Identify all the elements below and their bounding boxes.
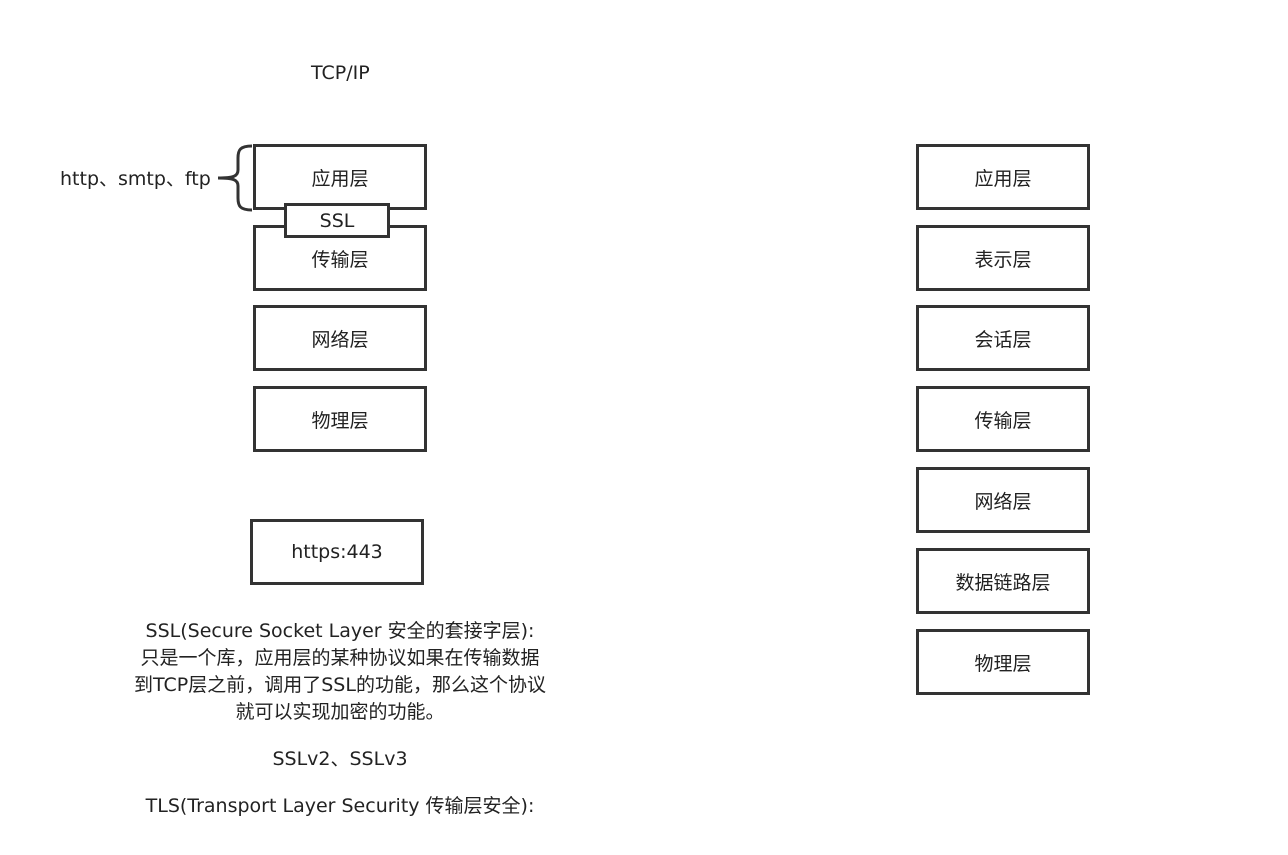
ssl-definition-line: SSL(Secure Socket Layer 安全的套接字层): — [145, 620, 535, 642]
curly-brace-icon — [217, 144, 253, 212]
layer-label: 物理层 — [974, 652, 1032, 675]
protocols-label: http、smtp、ftp — [60, 168, 211, 190]
ssl-versions: SSLv2、SSLv3 — [272, 748, 408, 770]
ssl-definition-line: 就可以实现加密的功能。 — [235, 701, 445, 723]
osi-layer-data-link: 数据链路层 — [916, 548, 1090, 614]
layer-label: 应用层 — [311, 167, 369, 190]
ssl-definition-line: 到TCP层之前，调用了SSL的功能，那么这个协议 — [134, 674, 546, 696]
layer-label: 网络层 — [974, 490, 1032, 513]
layer-label: 网络层 — [311, 328, 369, 351]
ssl-box: SSL — [284, 203, 390, 238]
osi-layer-session: 会话层 — [916, 305, 1090, 371]
layer-label: 传输层 — [974, 409, 1032, 432]
ssl-definition-line: 只是一个库，应用层的某种协议如果在传输数据 — [140, 647, 540, 669]
https-label: https:443 — [291, 541, 383, 563]
diagram-title: TCP/IP — [311, 62, 370, 84]
osi-layer-physical: 物理层 — [916, 629, 1090, 695]
osi-layer-transport: 传输层 — [916, 386, 1090, 452]
layer-label: 数据链路层 — [955, 571, 1051, 594]
tls-definition: TLS(Transport Layer Security 传输层安全): — [145, 795, 535, 817]
tcpip-layer-application: 应用层 — [253, 144, 427, 210]
layer-label: 传输层 — [311, 248, 369, 271]
ssl-label: SSL — [319, 209, 355, 232]
ssl-tls-notes: SSL(Secure Socket Layer 安全的套接字层): 只是一个库，… — [110, 618, 570, 820]
osi-layer-application: 应用层 — [916, 144, 1090, 210]
layer-label: 物理层 — [311, 409, 369, 432]
osi-layer-network: 网络层 — [916, 467, 1090, 533]
tcpip-layer-physical: 物理层 — [253, 386, 427, 452]
osi-layer-presentation: 表示层 — [916, 225, 1090, 291]
https-port-box: https:443 — [250, 519, 424, 585]
tcpip-layer-network: 网络层 — [253, 305, 427, 371]
layer-label: 应用层 — [974, 167, 1032, 190]
layer-label: 会话层 — [974, 328, 1032, 351]
layer-label: 表示层 — [974, 248, 1032, 271]
